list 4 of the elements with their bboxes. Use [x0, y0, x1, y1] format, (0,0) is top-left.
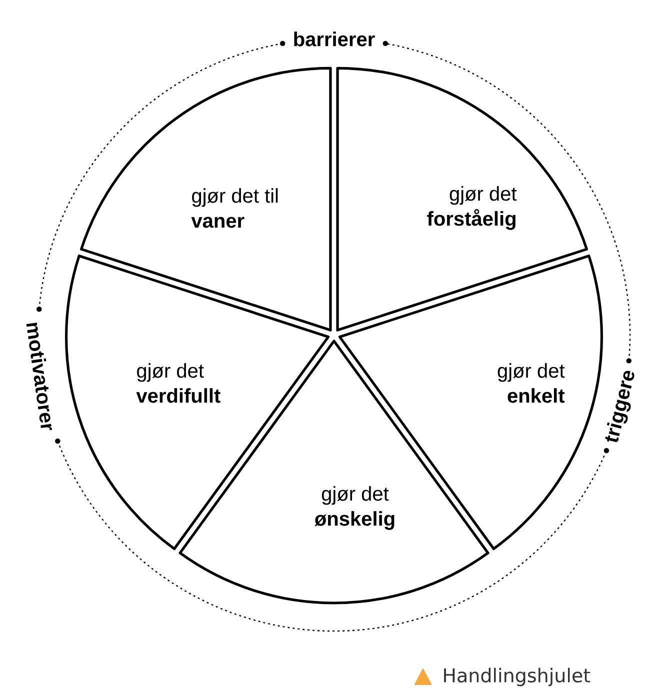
- ring-label: barrierer: [294, 32, 375, 46]
- caption: Handlingshjulet: [444, 668, 590, 686]
- ring-label: triggere: [605, 370, 634, 442]
- ring-label: motivatorer: [26, 322, 52, 430]
